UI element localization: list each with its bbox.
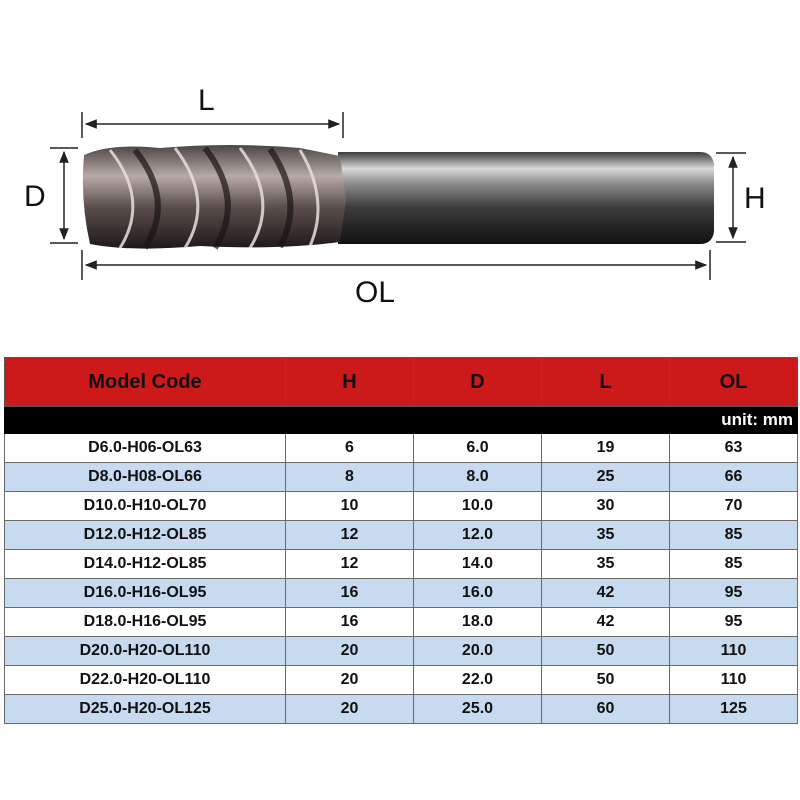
cell-model-code: D14.0-H12-OL85 [4,549,286,579]
dimension-d [50,147,78,244]
dimension-l [81,112,344,138]
cell-ol: 110 [669,636,798,666]
header-model-code: Model Code [4,357,286,407]
dimension-h [716,152,746,243]
header-l: L [541,357,670,407]
cell-ol: 63 [669,433,798,463]
cell-h: 8 [285,462,414,492]
cell-h: 16 [285,578,414,608]
cell-model-code: D8.0-H08-OL66 [4,462,286,492]
cutting-flutes [82,145,346,250]
label-h: H [744,182,766,215]
cell-h: 12 [285,549,414,579]
cell-d: 18.0 [413,607,542,637]
label-ol: OL [355,276,396,309]
cell-ol: 66 [669,462,798,492]
cell-d: 8.0 [413,462,542,492]
cell-model-code: D18.0-H16-OL95 [4,607,286,637]
cell-ol: 85 [669,549,798,579]
cell-h: 16 [285,607,414,637]
header-ol: OL [669,357,798,407]
cell-h: 20 [285,636,414,666]
label-d: D [24,180,46,213]
end-mill-diagram [50,112,746,280]
cell-h: 20 [285,665,414,695]
cell-h: 10 [285,491,414,521]
cell-ol: 125 [669,694,798,724]
cell-l: 42 [541,607,670,637]
spec-table: Model Code H D L OL unit: mm D6.0-H06-OL… [4,357,798,724]
unit-label: unit: mm [4,406,798,434]
header-h: H [285,357,414,407]
cell-model-code: D22.0-H20-OL110 [4,665,286,695]
cell-d: 12.0 [413,520,542,550]
cell-l: 35 [541,520,670,550]
cell-ol: 110 [669,665,798,695]
cell-ol: 95 [669,578,798,608]
cell-l: 50 [541,665,670,695]
cell-l: 19 [541,433,670,463]
cell-d: 16.0 [413,578,542,608]
cell-d: 10.0 [413,491,542,521]
cell-ol: 85 [669,520,798,550]
cell-model-code: D25.0-H20-OL125 [4,694,286,724]
cell-d: 14.0 [413,549,542,579]
cell-model-code: D20.0-H20-OL110 [4,636,286,666]
shank [338,152,714,244]
cell-d: 20.0 [413,636,542,666]
header-d: D [413,357,542,407]
cell-h: 20 [285,694,414,724]
cell-d: 25.0 [413,694,542,724]
cell-model-code: D12.0-H12-OL85 [4,520,286,550]
unit-bar: unit: mm [4,406,798,434]
table-header-row: Model Code H D L OL [4,357,798,407]
cell-ol: 95 [669,607,798,637]
cell-l: 25 [541,462,670,492]
cell-l: 42 [541,578,670,608]
label-l: L [198,84,215,117]
cell-model-code: D6.0-H06-OL63 [4,433,286,463]
cell-l: 50 [541,636,670,666]
dimension-ol [81,250,711,280]
cell-h: 6 [285,433,414,463]
cell-d: 22.0 [413,665,542,695]
cell-l: 35 [541,549,670,579]
cell-ol: 70 [669,491,798,521]
cell-l: 60 [541,694,670,724]
cell-h: 12 [285,520,414,550]
cell-model-code: D16.0-H16-OL95 [4,578,286,608]
cell-model-code: D10.0-H10-OL70 [4,491,286,521]
cell-l: 30 [541,491,670,521]
cell-d: 6.0 [413,433,542,463]
